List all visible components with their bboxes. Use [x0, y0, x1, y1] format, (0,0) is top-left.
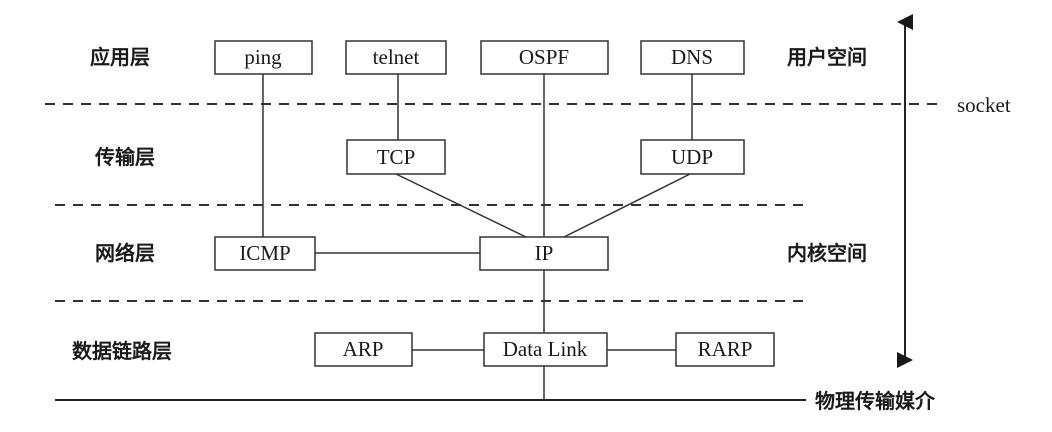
ip-box	[479, 236, 609, 271]
telnet-box	[345, 40, 447, 75]
udp-label: UDP	[671, 145, 713, 169]
network-layer-label: 网络层	[95, 241, 155, 265]
icmp-box	[214, 236, 316, 271]
udp-ip-link	[561, 173, 691, 239]
ip-label: IP	[535, 241, 554, 265]
arp-label: ARP	[343, 337, 384, 361]
dns-box	[640, 40, 745, 75]
rarp-label: RARP	[698, 337, 753, 361]
node-boxes	[214, 40, 775, 367]
kernel-space-label: 内核空间	[787, 241, 867, 265]
connectors	[262, 74, 693, 400]
physical-medium-label: 物理传输媒介	[815, 389, 936, 413]
rarp-box	[675, 332, 775, 367]
icmp-label: ICMP	[239, 241, 290, 265]
tcp-ip-link	[395, 173, 529, 239]
tcp-box	[346, 139, 446, 175]
ping-label: ping	[244, 45, 282, 69]
ping-box	[214, 40, 313, 75]
application-layer-label: 应用层	[90, 45, 150, 69]
arp-box	[314, 332, 413, 367]
datalink-label: Data Link	[503, 337, 588, 361]
socket-label: socket	[957, 93, 1011, 117]
datalink-box	[483, 332, 608, 367]
transport-layer-label: 传输层	[94, 145, 155, 169]
ospf-label: OSPF	[519, 45, 569, 69]
datalink-layer-label: 数据链路层	[72, 339, 172, 363]
udp-box	[640, 139, 745, 175]
dns-label: DNS	[671, 45, 713, 69]
ospf-box	[480, 40, 609, 75]
tcp-label: TCP	[377, 145, 416, 169]
telnet-label: telnet	[373, 45, 420, 69]
user-space-label: 用户空间	[787, 45, 867, 69]
